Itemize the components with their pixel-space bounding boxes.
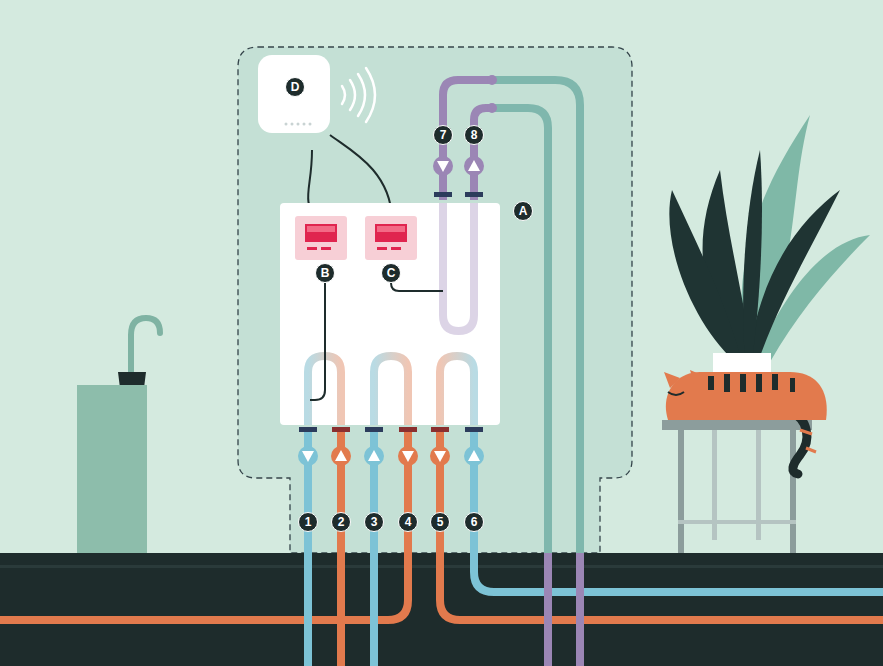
callout-number: 7 bbox=[433, 125, 453, 145]
cat bbox=[664, 370, 827, 474]
callout-number: D bbox=[285, 77, 305, 97]
callout-number: C bbox=[381, 263, 401, 283]
callout-number: 8 bbox=[464, 125, 484, 145]
wireless-controller bbox=[258, 55, 392, 220]
callout-number: 6 bbox=[464, 512, 484, 532]
callout-number: 1 bbox=[298, 512, 318, 532]
callout-number: 4 bbox=[398, 512, 418, 532]
floor-pipes bbox=[0, 430, 883, 666]
callout-number: 2 bbox=[331, 512, 351, 532]
valves bbox=[298, 156, 484, 466]
umbrella-stand bbox=[77, 318, 160, 553]
table bbox=[662, 420, 812, 553]
controller-boxes bbox=[295, 216, 443, 400]
unit-body bbox=[280, 203, 500, 425]
callout-number: A bbox=[513, 201, 533, 221]
callout-number: B bbox=[315, 263, 335, 283]
callout-number: 5 bbox=[430, 512, 450, 532]
plant bbox=[669, 115, 870, 377]
housing-outline bbox=[238, 47, 632, 553]
callout-number: 3 bbox=[364, 512, 384, 532]
